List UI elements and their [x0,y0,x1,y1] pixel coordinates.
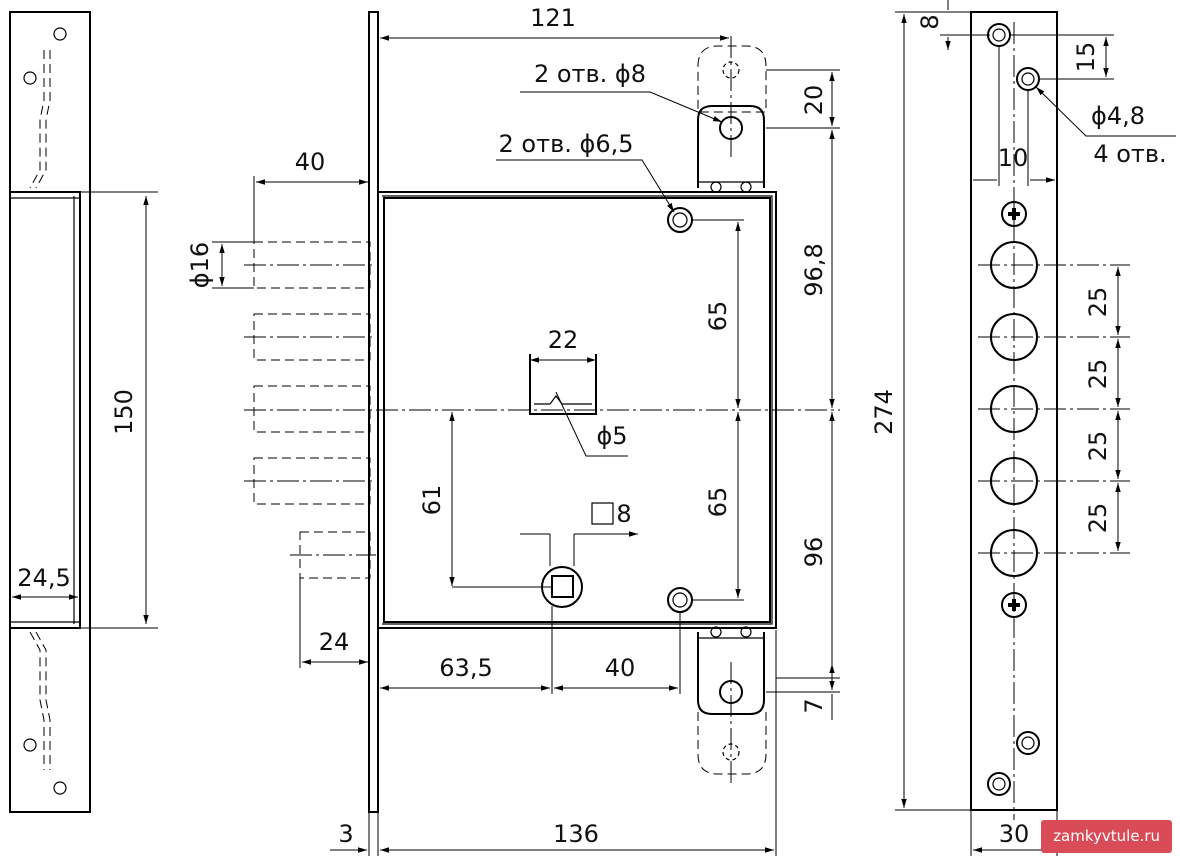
bolt-centerlines [244,264,376,556]
sq8-label: 8 [616,500,631,528]
dim-65b-label: 65 [704,487,732,518]
mount-screw-inner [672,592,688,608]
dim-24-5-label: 24,5 [17,564,70,592]
dim-15-label: 15 [1072,42,1100,73]
dim-65a-label: 65 [704,301,732,332]
dim-20-label: 20 [800,85,828,116]
mount-screw-top-icon [667,207,693,233]
mount-screw-bottom-icon [667,587,693,613]
dim-25b-label: 25 [1084,359,1112,390]
dim-30-label: 30 [999,820,1030,848]
dim-40-top-label: 40 [295,148,326,176]
rivet-icon [710,181,722,193]
side-hole-icon [23,738,37,752]
faceplate-view: 25 25 25 25 274 8 15 ϕ4,8 4 отв. 10 30 [870,0,1176,856]
fix-hole-icon [987,772,1011,796]
dim-121-label: 121 [530,4,576,32]
dim-96-label: 96 [800,537,828,568]
dim-5-label: ϕ5 [596,422,627,450]
square-symbol-icon [591,502,614,525]
holes65-label: 2 отв. ϕ6,5 [499,130,634,158]
leader-5 [555,391,628,457]
side-strike-top-hidden [29,50,51,189]
latch-hidden [299,531,371,579]
dim-3-label: 3 [338,820,353,848]
side-hole-icon [53,27,67,41]
dim-61-label: 61 [418,485,446,516]
dim-40-bottom-label: 40 [605,654,636,682]
side-body-edges [10,197,80,623]
bolt-4-hidden [253,457,371,505]
fix-hole-inner [992,777,1006,791]
dim-15-extension [1010,34,1114,80]
fix-hole-icon [987,23,1011,47]
sq8-extension [549,534,575,566]
dim-16-label: ϕ16 [186,242,214,288]
fix-hole-inner [1021,736,1035,750]
fix-hole-icon [1016,731,1040,755]
dim-4-8-label: ϕ4,8 [1091,102,1145,130]
side-strike-bottom-hidden [29,631,51,770]
side-body-outline [10,191,81,629]
dim-150-label: 150 [110,389,138,435]
dim-136-label: 136 [553,820,599,848]
screw-slot [1008,599,1020,611]
holes8-label: 2 отв. ϕ8 [534,60,646,88]
dim-right-extension [766,69,840,693]
mount-screw-inner [672,212,688,228]
top-strike-ghost [697,45,767,113]
fix-hole-inner [1021,72,1035,86]
dim-16-extension [212,241,254,289]
dim-136-extension [368,630,777,856]
leader-4-8 [1035,86,1176,137]
dim-24-label: 24 [319,628,350,656]
rivet-icon [740,626,752,638]
dim-25d-label: 25 [1084,503,1112,534]
follower-square-icon [551,575,574,598]
bolt-3-hidden [253,385,371,433]
side-faceplate-outline [9,11,91,813]
dim-10-extension [998,46,1029,186]
rivet-icon [740,181,752,193]
side-view: 150 24,5 [9,11,158,813]
leader-holes8 [520,91,723,123]
fix-hole-inner [992,28,1006,42]
dim-150-extension [80,191,158,629]
holes4-label: 4 отв. [1093,140,1166,168]
dim-274-extension [895,11,971,811]
rivet-icon [710,626,722,638]
dim-25a-label: 25 [1084,287,1112,318]
screw-head-icon [1001,201,1027,227]
bottom-strike-ghost [697,712,767,775]
front-view: 22 ϕ5 8 61 65 65 20 96,8 96 7 121 [186,4,840,856]
cylinder-outline [529,354,597,415]
dim-63-5-label: 63,5 [439,654,492,682]
side-hole-icon [23,71,37,85]
leader-holes65 [496,159,675,213]
dim-274-label: 274 [870,389,898,435]
dim-65-extension [692,219,744,601]
dim-25c-label: 25 [1084,431,1112,462]
bolt-1-hidden [253,241,371,289]
cylinder-cam [534,395,592,405]
bolt-2-hidden [253,313,371,361]
bolt-hole-centerlines [978,264,1130,554]
fix-hole-icon [1016,67,1040,91]
watermark-badge: zamkyvtule.ru [1041,820,1172,853]
screw-slot [1008,208,1020,220]
dim-22-label: 22 [548,326,579,354]
dim-7-label: 7 [800,698,828,713]
screw-head-icon [1001,592,1027,618]
dim-10-label: 10 [998,144,1029,172]
side-hole-icon [53,781,67,795]
dim-bottom-extension [551,606,681,694]
dim-96-8-label: 96,8 [800,243,828,296]
dim-8-label: 8 [916,14,944,29]
